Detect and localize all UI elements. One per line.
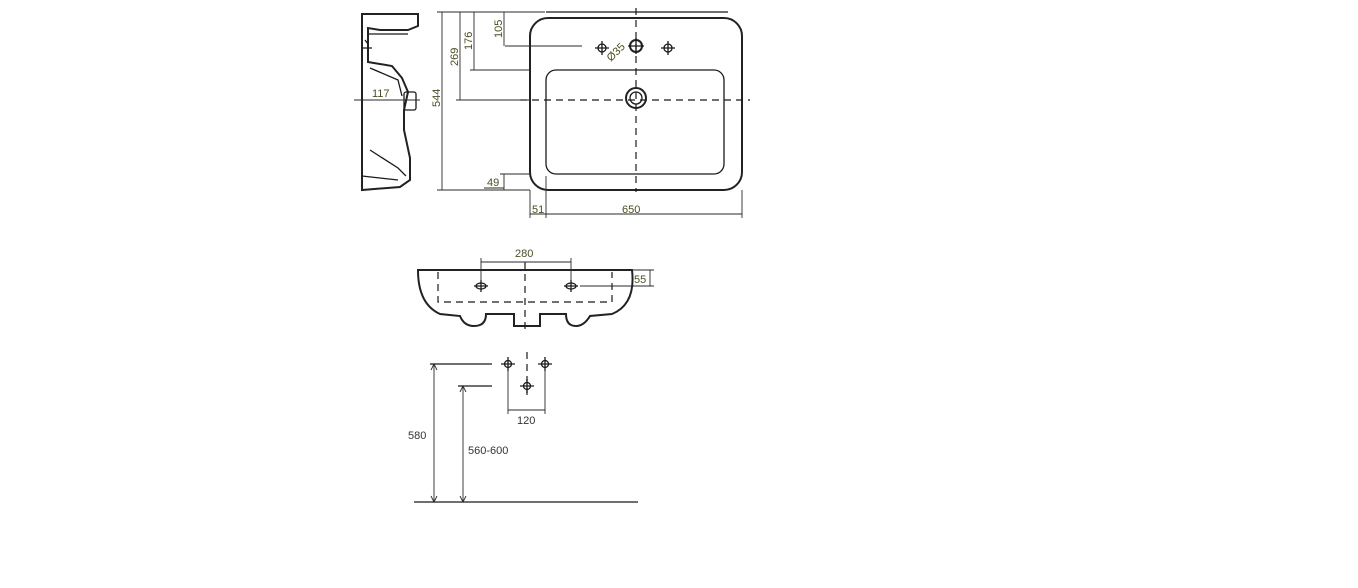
fixing-point-right	[538, 357, 552, 371]
dim-label-176: 176	[463, 32, 475, 50]
wall-mount-bracket	[362, 39, 372, 49]
top-plan-view: Ø35 544 269 176 105 49 650 51	[431, 8, 750, 218]
dim-label-105: 105	[493, 20, 505, 38]
fixing-point-left	[501, 357, 515, 371]
hole-diameter-label: Ø35	[605, 41, 628, 64]
tap-hole-center	[628, 38, 644, 54]
dim-label-280: 280	[515, 248, 533, 260]
arrow-560-600-bottom	[459, 495, 467, 504]
tap-hole-right	[661, 41, 675, 55]
drain-hole-inner	[629, 91, 643, 105]
basin-inner-profile	[361, 33, 408, 181]
dim-label-650: 650	[622, 204, 640, 216]
drain-hole	[625, 87, 647, 109]
overflow-outlet	[403, 91, 417, 111]
dim-label-120: 120	[517, 415, 535, 427]
dim-label-580: 580	[408, 430, 426, 442]
installation-view: 120 580 560-600	[408, 352, 638, 504]
dim-label-55: 55	[634, 274, 646, 286]
arrow-560-600-top	[459, 384, 467, 393]
tap-hole-left	[595, 41, 609, 55]
dim-label-49: 49	[487, 177, 499, 189]
arrow-580-bottom	[430, 495, 438, 504]
bowl-outline	[545, 69, 725, 175]
side-depth-label: 117	[372, 88, 390, 100]
side-profile-view: 117	[354, 13, 420, 192]
basin-side-profile	[361, 13, 419, 192]
dim-label-544: 544	[431, 89, 443, 107]
basin-rim-dashed	[437, 272, 613, 303]
dim-label-269: 269	[449, 48, 461, 66]
dim-label-51: 51	[532, 204, 544, 216]
front-elevation-view: 280 55	[416, 248, 654, 330]
arrow-580-top	[430, 362, 438, 371]
dim-label-560-600: 560-600	[468, 445, 508, 457]
basin-front-outline	[416, 269, 634, 328]
